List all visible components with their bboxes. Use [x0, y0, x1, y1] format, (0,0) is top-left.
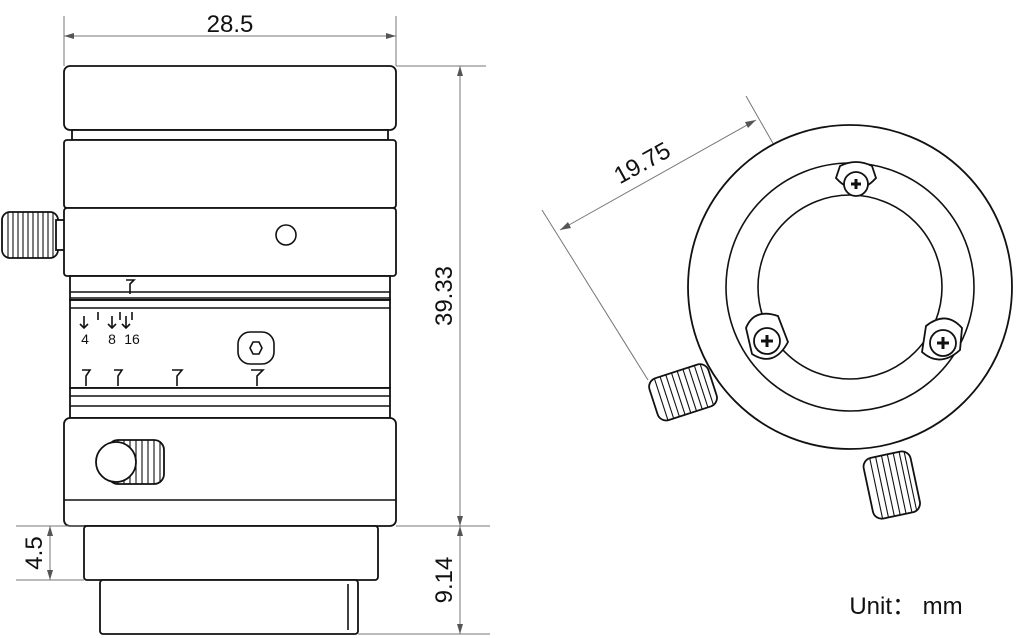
front-knurled-screw-bottom [862, 450, 921, 520]
retaining-screw-left [745, 312, 789, 360]
scale-label-16: 16 [124, 331, 140, 347]
side-knurled-screw [1, 211, 67, 259]
front-ring [63, 65, 397, 131]
front-groove [71, 129, 389, 141]
distance-index-marks [82, 369, 265, 386]
hex-lock-screw [237, 331, 275, 365]
middle-ring [63, 207, 397, 277]
mount-length-dimension: 4.5 [16, 525, 84, 581]
front-knurled-screw-left [648, 363, 718, 422]
width-dimension-label: 28.5 [207, 11, 254, 38]
radius-dimension-label: 19.75 [610, 137, 676, 190]
iris-ring-upper [69, 275, 391, 301]
aperture-scale: 4 8 16 [79, 312, 140, 347]
back-length-dimension-label: 9.14 [431, 557, 458, 604]
focus-index-mark [126, 279, 136, 294]
front-view: 19.75 [541, 95, 1013, 520]
front-outer-ring [687, 124, 1013, 450]
height-dimension-label: 39.33 [431, 266, 458, 326]
focus-ring [63, 139, 397, 209]
side-view: 28.5 [1, 11, 490, 635]
iris-ring-lower [69, 387, 391, 419]
rear-knurled-screw [95, 439, 165, 485]
set-hole [275, 224, 297, 246]
width-dimension: 28.5 [63, 11, 397, 66]
back-length-dimension: 9.14 [358, 526, 490, 635]
scale-label-4: 4 [81, 331, 89, 347]
lens-mount [83, 525, 379, 581]
height-dimension: 39.33 [396, 65, 490, 527]
retaining-screw-right [921, 317, 963, 361]
mount-length-dimension-label: 4.5 [21, 536, 48, 569]
scale-label-8: 8 [108, 331, 116, 347]
mount-thread [99, 579, 359, 635]
retaining-screw-top [834, 161, 878, 197]
unit-label: Unit： mm [849, 593, 962, 620]
